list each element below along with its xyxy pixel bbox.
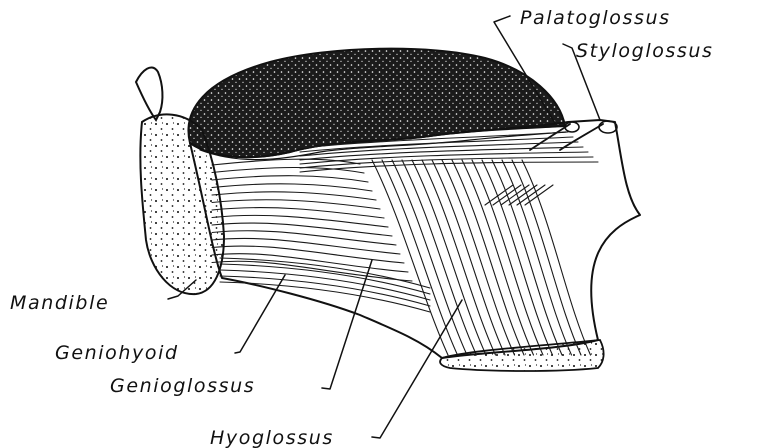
genioglossus-fiber [212, 176, 368, 182]
crosshatch-fiber [509, 185, 537, 205]
hyoglossus-fiber [432, 160, 505, 355]
genioglossus-fiber [212, 184, 372, 191]
geniohyoid-fiber [220, 276, 430, 306]
hyoglossus-fiber [392, 160, 467, 355]
genioglossus-fiber [212, 246, 404, 263]
genioglossus-fiber [212, 208, 384, 218]
hyoid-cut-surface [440, 340, 604, 371]
genioglossus-fiber [212, 192, 376, 200]
label-genioglossus: Genioglossus [110, 375, 255, 397]
crosshatch-fiber [485, 185, 513, 205]
crosshatch-fiber [525, 185, 553, 205]
label-hyoglossus: Hyoglossus [210, 427, 334, 448]
label-geniohyoid: Geniohyoid [55, 342, 179, 364]
hyoglossus-fiber [482, 160, 553, 355]
label-mandible: Mandible [10, 292, 109, 314]
label-palatoglossus: Palatoglossus [520, 7, 671, 29]
geniohyoid-fiber [220, 264, 430, 294]
hyoglossus-fiber [452, 160, 524, 355]
genioglossus-fiber [212, 254, 408, 272]
muscle-fibers [212, 132, 598, 355]
hyoglossus-fiber [522, 160, 591, 355]
hyoglossus-fiber [442, 160, 515, 355]
crosshatch-fiber [517, 185, 545, 205]
geniohyoid-fiber [220, 282, 430, 312]
genioglossus-fiber [212, 159, 360, 165]
label-styloglossus: Styloglossus [576, 40, 714, 62]
